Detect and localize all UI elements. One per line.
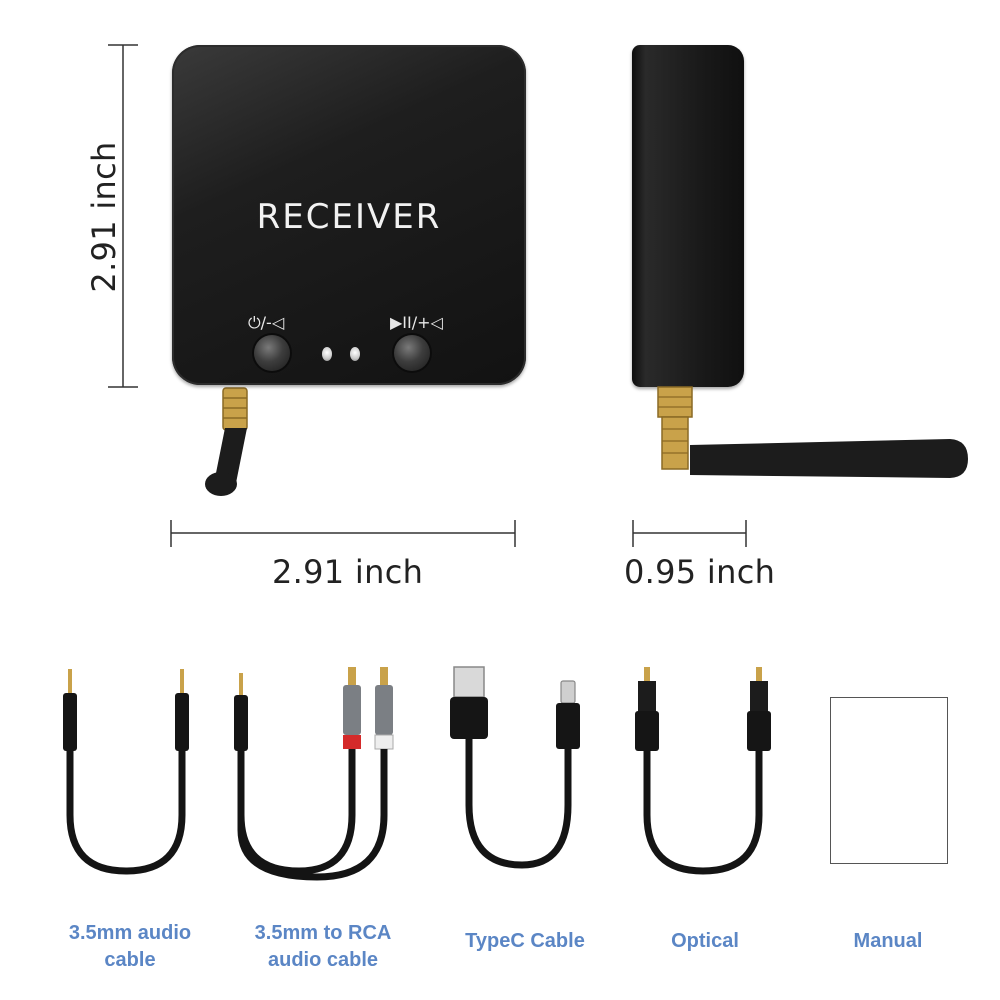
width-dimension-label: 2.91 inch — [272, 553, 424, 591]
depth-dimension-line — [632, 520, 747, 547]
power-volume-down-button[interactable] — [254, 335, 290, 371]
accessory-label-typec-cable: TypeC Cable — [465, 930, 585, 952]
front-antenna — [205, 387, 248, 496]
status-led-2 — [350, 347, 360, 361]
receiver-label: RECEIVER — [256, 197, 442, 237]
play-volume-up-button[interactable] — [394, 335, 430, 371]
power-volume-down-caption: ⏻/-◁ — [248, 313, 285, 332]
height-dimension-label: 2.91 inch — [85, 141, 123, 293]
depth-dimension-label: 0.95 inch — [624, 553, 776, 591]
dimension-lines — [108, 44, 747, 547]
accessory-label-aux-cable: 3.5mm audio cable — [68, 922, 192, 971]
receiver-side-view — [632, 45, 744, 387]
aux-cable-image — [63, 669, 189, 875]
accessory-label-optical: Optical — [671, 930, 739, 952]
status-led-1 — [322, 347, 332, 361]
height-dimension-line — [108, 44, 138, 388]
accessory-label-manual: Manual — [853, 930, 923, 952]
side-antenna — [657, 386, 968, 478]
play-volume-up-caption: ▶II/+◁ — [390, 313, 443, 332]
accessory-label-rca-cable: 3.5mm to RCA audio cable — [254, 922, 392, 971]
receiver-front-view: RECEIVER ⏻/-◁ ▶II/+◁ — [172, 45, 526, 385]
width-dimension-line — [170, 520, 516, 547]
optical-cable-image — [635, 667, 771, 875]
typec-cable-image — [450, 666, 580, 869]
manual-image — [830, 697, 948, 864]
rca-cable-image — [234, 667, 394, 881]
